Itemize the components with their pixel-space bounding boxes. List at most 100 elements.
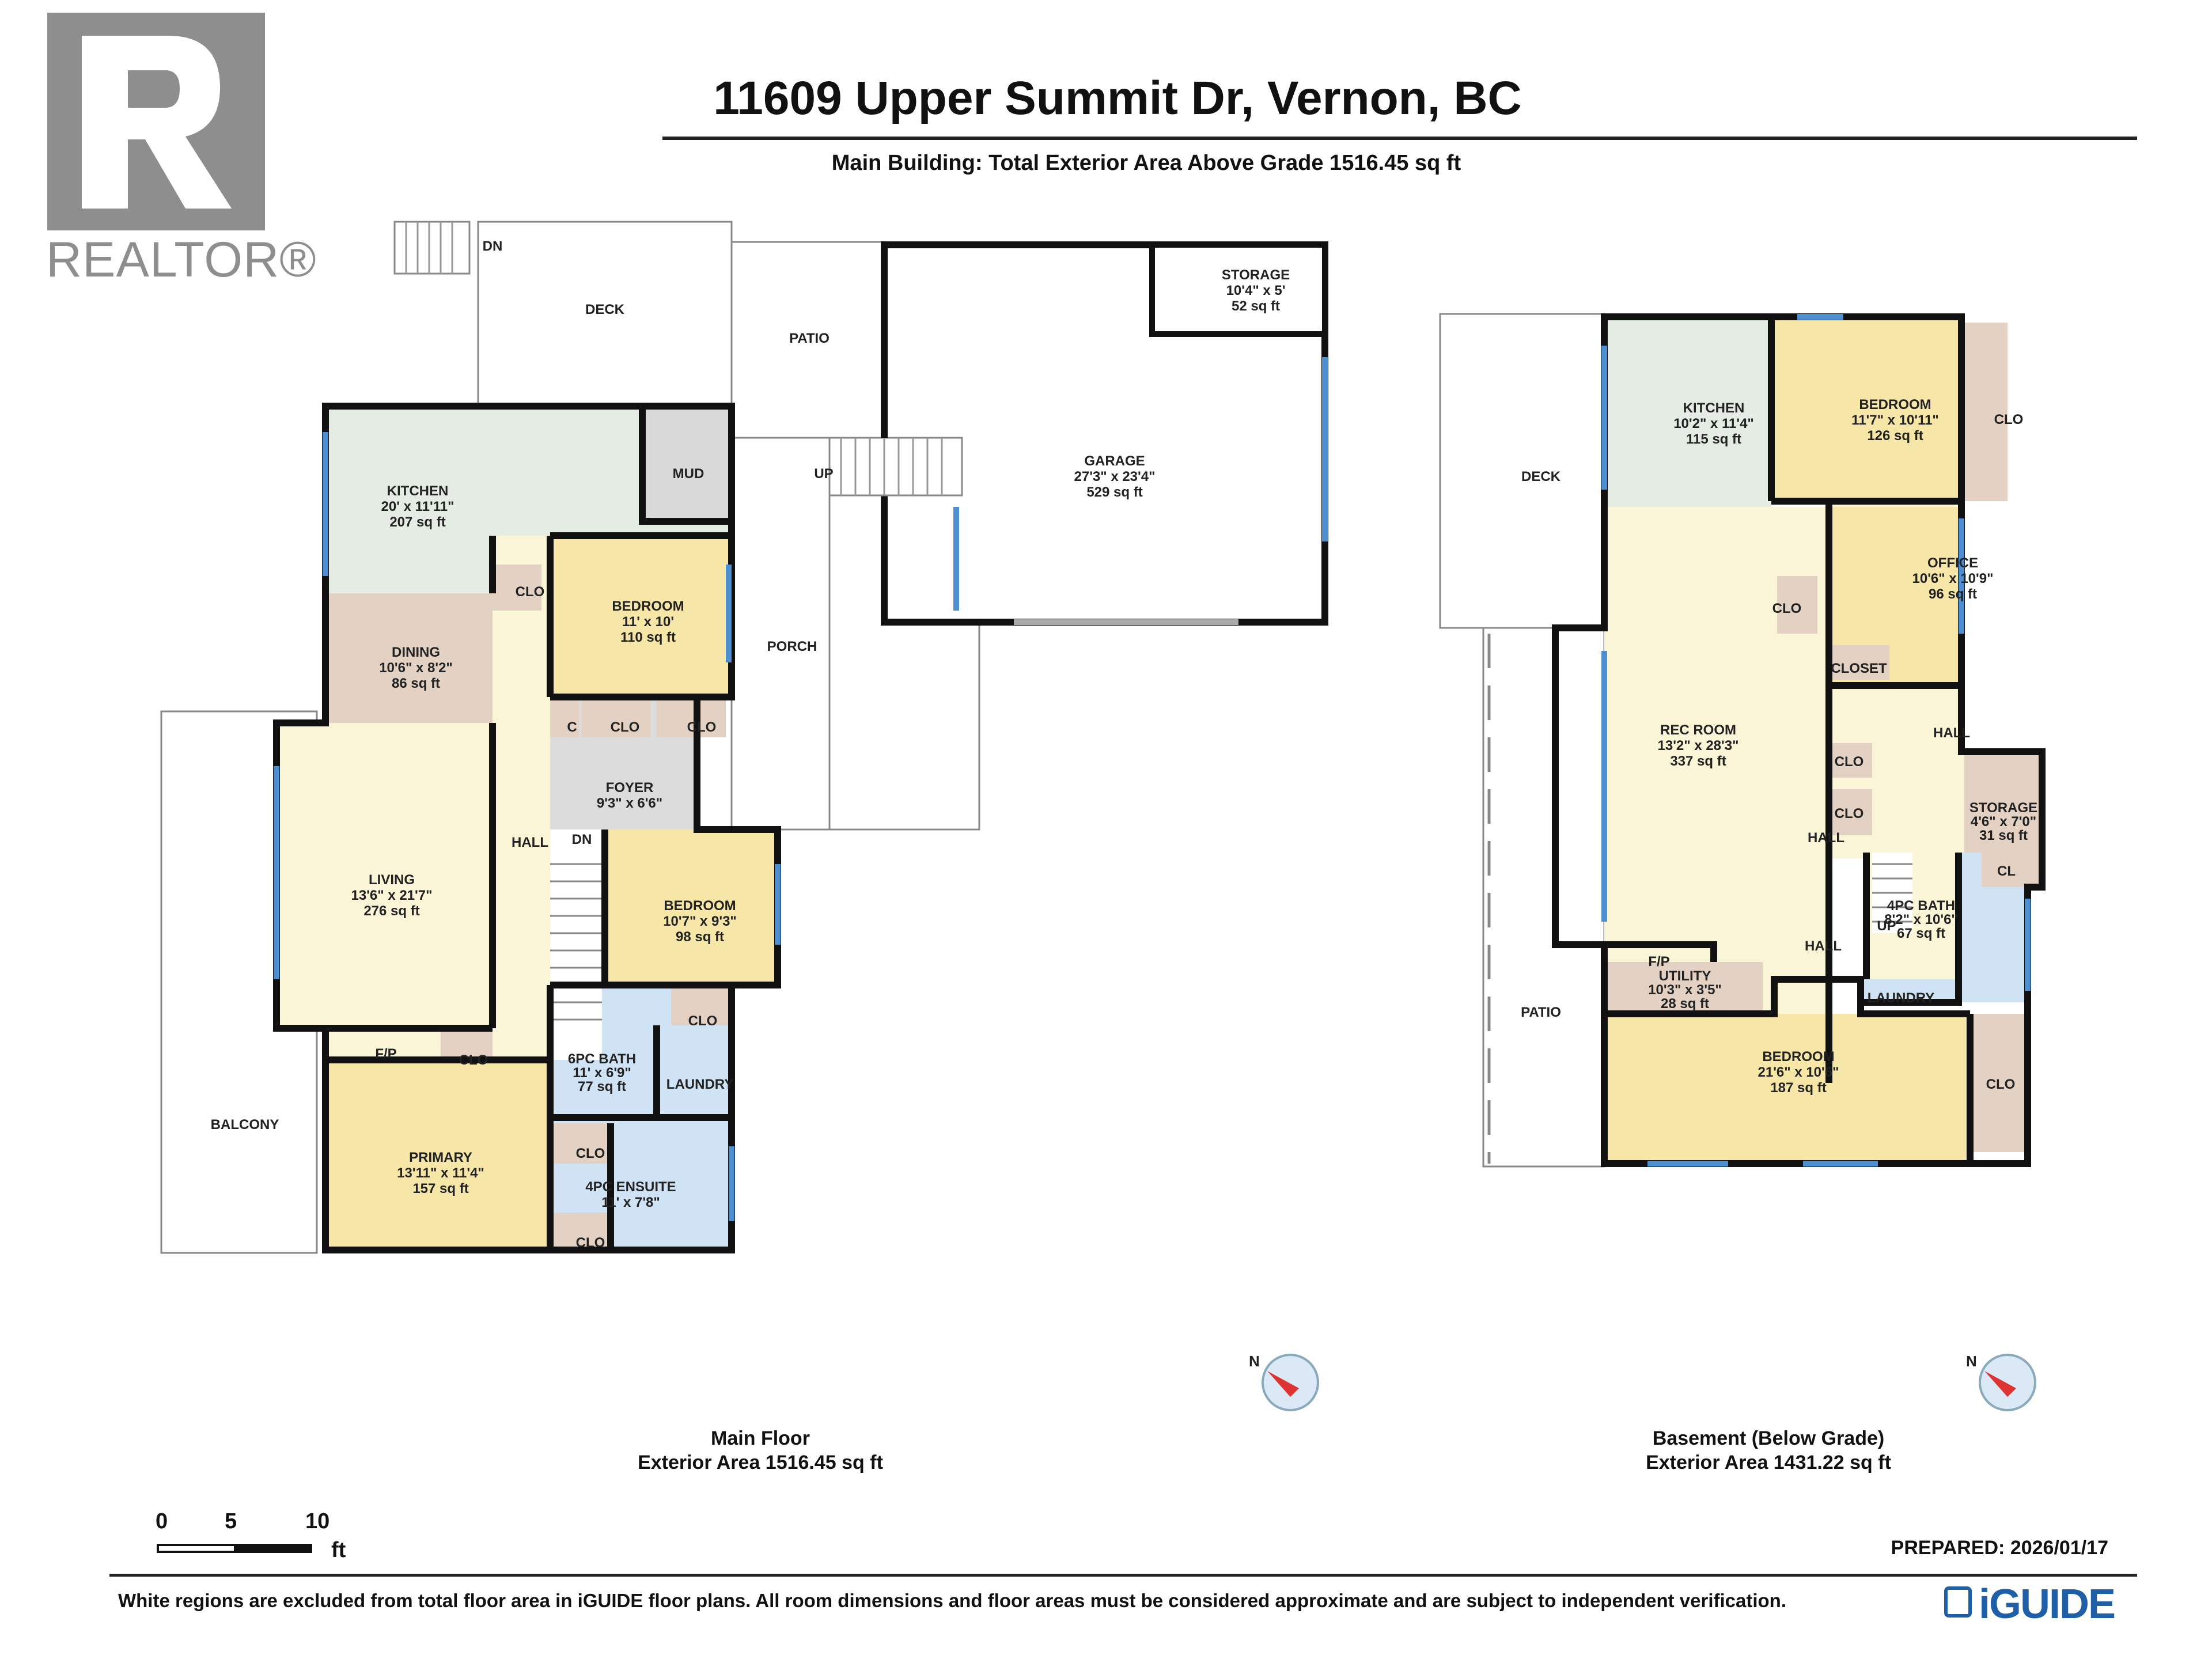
basement-cl xyxy=(1982,853,2028,887)
label-clo-c: CLO xyxy=(611,719,640,735)
b-label-hall2: HALL xyxy=(1808,830,1844,846)
basement-kitchen xyxy=(1604,317,1771,507)
b-label-storage-area: 31 sq ft xyxy=(1979,828,2028,843)
b-label-utility-name: UTILITY xyxy=(1659,968,1711,984)
label-garage-area: 529 sq ft xyxy=(1086,484,1142,500)
main-clo-f xyxy=(553,1123,611,1164)
main-mud xyxy=(642,406,732,521)
label-clo-f: CLO xyxy=(576,1146,605,1161)
iguide-wordmark: iGUIDE xyxy=(1979,1581,2116,1627)
main-living xyxy=(276,723,493,1028)
label-up: UP xyxy=(814,466,833,482)
svg-text:N: N xyxy=(1966,1353,1977,1370)
b-label-bedroom1-area: 126 sq ft xyxy=(1867,428,1923,444)
basement-clo5 xyxy=(1970,1014,2028,1152)
label-porch: PORCH xyxy=(767,639,817,654)
b-label-office-area: 96 sq ft xyxy=(1929,586,1977,602)
b-label-bath4-area: 67 sq ft xyxy=(1897,926,1945,941)
label-bedroom2-area: 98 sq ft xyxy=(676,929,724,945)
main-storage xyxy=(1149,242,1328,337)
label-storage-name: STORAGE xyxy=(1222,267,1290,283)
label-bedroom2-name: BEDROOM xyxy=(664,898,736,914)
b-label-bedroom1-name: BEDROOM xyxy=(1859,397,1931,412)
garage-stairs xyxy=(828,437,963,497)
basement-plan xyxy=(1439,313,2046,1168)
label-clo-e: CLO xyxy=(688,1013,718,1029)
label-patio: PATIO xyxy=(789,331,830,346)
b-label-kitchen-area: 115 sq ft xyxy=(1686,431,1741,447)
main-clo-b xyxy=(493,565,541,611)
label-bath6-dims: 11' x 6'9" xyxy=(573,1065,631,1081)
page-title: 11609 Upper Summit Dr, Vernon, BC xyxy=(713,72,1522,124)
label-kitchen-area: 207 sq ft xyxy=(389,514,445,530)
realtor-logo: REALTOR® xyxy=(46,12,316,288)
label-bath6-area: 77 sq ft xyxy=(578,1079,626,1094)
basement-utility xyxy=(1607,962,1763,1014)
main-patio xyxy=(730,241,885,439)
label-bedroom1-name: BEDROOM xyxy=(612,599,684,614)
b-label-clo5: CLO xyxy=(1986,1077,2016,1092)
label-bedroom2-dims: 10'7" x 9'3" xyxy=(663,914,737,929)
label-storage-area: 52 sq ft xyxy=(1232,298,1280,314)
scale-bar-frame xyxy=(157,1544,312,1553)
b-label-bath4-dims: 8'2" x 10'6" xyxy=(1884,912,1958,927)
label-dining-name: DINING xyxy=(392,645,440,660)
label-hall: HALL xyxy=(512,835,548,850)
main-porch xyxy=(730,437,831,831)
main-clo-c xyxy=(582,697,651,737)
label-dining-dims: 10'6" x 8'2" xyxy=(379,660,453,676)
page-subtitle: Main Building: Total Exterior Area Above… xyxy=(831,151,1461,175)
svg-text:N: N xyxy=(1249,1353,1260,1370)
b-label-clo1: CLO xyxy=(1994,412,2024,427)
b-label-bath4-name: 4PC BATH xyxy=(1887,898,1955,914)
main-clo-d xyxy=(657,697,726,737)
b-label-rec-dims: 13'2" x 28'3" xyxy=(1658,738,1739,753)
label-deck: DECK xyxy=(585,302,625,317)
realtor-wordmark: REALTOR® xyxy=(46,232,317,287)
main-dining xyxy=(325,593,493,723)
label-bath6-name: 6PC BATH xyxy=(568,1051,636,1067)
disclaimer-text: White regions are excluded from total fl… xyxy=(118,1590,1787,1611)
label-clo-g: CLO xyxy=(576,1235,605,1251)
label-dining-area: 86 sq ft xyxy=(392,676,440,691)
label-bedroom1-dims: 11' x 10' xyxy=(622,614,674,630)
b-label-clo2: CLO xyxy=(1772,601,1802,616)
label-laundry: LAUNDRY xyxy=(666,1077,733,1092)
b-label-rec-area: 337 sq ft xyxy=(1670,753,1726,769)
label-garage-name: GARAGE xyxy=(1084,453,1145,469)
b-label-bedroom2-name: BEDROOM xyxy=(1762,1049,1834,1065)
basement-laundry xyxy=(1861,979,2028,1002)
footer-divider xyxy=(109,1574,2137,1577)
b-label-office-name: OFFICE xyxy=(1927,555,1978,571)
b-label-closet: CLOSET xyxy=(1831,661,1887,676)
basement-closet xyxy=(1826,645,1889,680)
b-label-hall1: HALL xyxy=(1933,725,1970,741)
main-bedroom2 xyxy=(605,830,778,985)
basement-bedroom2 xyxy=(1604,1014,1970,1164)
label-living-name: LIVING xyxy=(369,872,415,888)
basement-clo2 xyxy=(1777,576,1817,634)
label-garage-dims: 27'3" x 23'4" xyxy=(1074,469,1156,484)
basement-caption: Basement (Below Grade) xyxy=(1652,1427,1885,1449)
b-label-utility-area: 28 sq ft xyxy=(1661,996,1709,1012)
b-label-laundry: LAUNDRY xyxy=(1868,990,1934,1006)
label-kitchen-name: KITCHEN xyxy=(387,483,449,499)
realtor-logo-mark xyxy=(47,13,265,230)
prepared-date: PREPARED: 2026/01/17 xyxy=(1891,1537,2108,1559)
main-hall xyxy=(493,536,550,1060)
label-primary-area: 157 sq ft xyxy=(412,1181,468,1196)
scale-tick-5: 5 xyxy=(225,1509,237,1533)
label-bedroom1-area: 110 sq ft xyxy=(620,630,676,645)
b-label-bedroom1-dims: 11'7" x 10'11" xyxy=(1851,412,1939,428)
b-label-hall3: HALL xyxy=(1805,938,1842,954)
b-label-fp: F/P xyxy=(1648,954,1669,969)
b-label-storage-dims: 4'6" x 7'0" xyxy=(1971,814,2036,830)
basement-patio xyxy=(1482,627,1605,1168)
header-divider xyxy=(662,137,2137,140)
b-label-cl: CL xyxy=(1997,863,2016,879)
b-label-patio: PATIO xyxy=(1521,1005,1561,1020)
iguide-icon xyxy=(1944,1586,1972,1618)
compass-main-icon: N xyxy=(1249,1353,1319,1411)
basement-bedroom1 xyxy=(1771,317,1961,501)
